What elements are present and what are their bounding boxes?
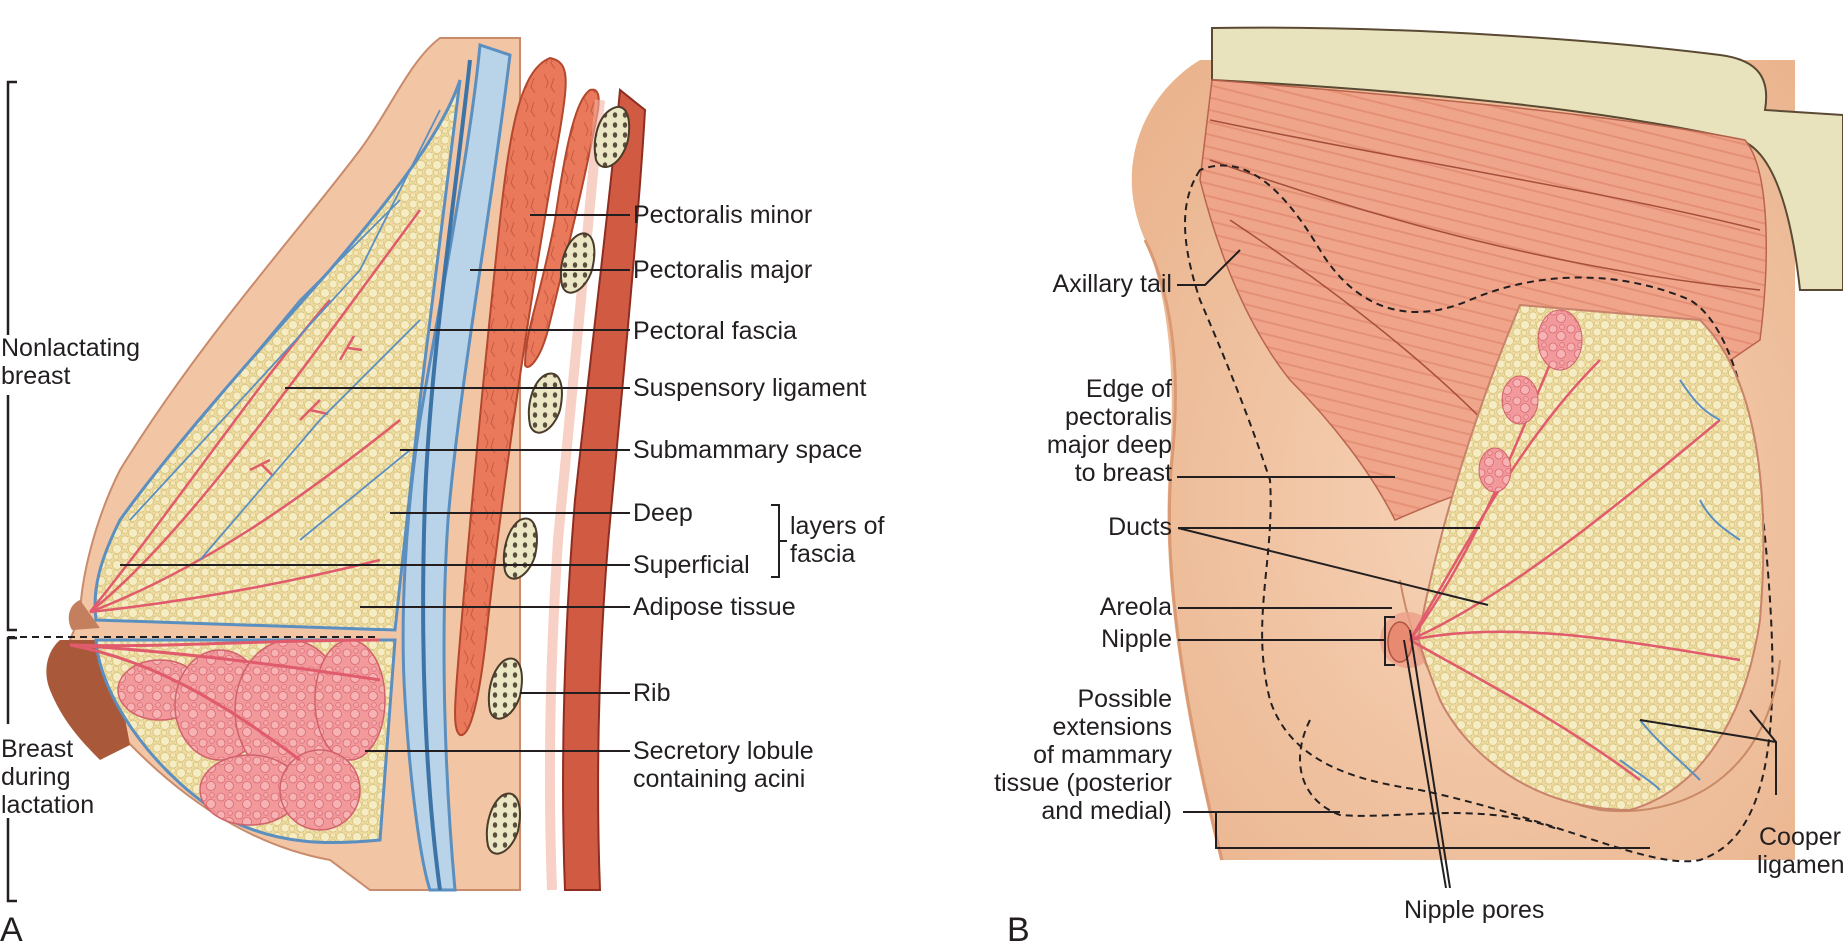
panel-letter-b: B <box>1007 911 1030 949</box>
label-edge-of-pectoralis: Edge of pectoralis major deep to breast <box>1046 375 1172 487</box>
rib <box>502 517 538 580</box>
label-nonlactating-breast: Nonlactating breast <box>1 334 140 390</box>
label-cooper-ligaments: Cooper ligaments <box>1757 823 1843 879</box>
label-superficial-fascia: Superficial <box>633 551 750 579</box>
panel-b-leaders <box>1177 249 1777 889</box>
label-deep-fascia: Deep <box>633 499 693 527</box>
label-pectoral-fascia: Pectoral fascia <box>633 317 797 345</box>
chest-wall <box>562 88 647 891</box>
rib <box>560 232 596 294</box>
suspensory-ligaments <box>129 109 441 561</box>
label-suspensory-ligament: Suspensory ligament <box>633 374 867 402</box>
label-pectoralis-minor: Pectoralis minor <box>633 201 813 229</box>
bracket-lactating <box>6 636 17 903</box>
fascia-band <box>401 42 512 892</box>
label-possible-extensions: Possible extensions of mammary tissue (p… <box>994 685 1172 825</box>
label-rib: Rib <box>633 679 671 707</box>
ducts-b <box>1408 339 1741 782</box>
cooper-ligaments-b <box>1619 379 1741 791</box>
bracket-nonlactating <box>6 80 17 632</box>
clavicle <box>1211 26 1843 291</box>
lactating-ducts <box>69 638 381 762</box>
label-axillary-tail: Axillary tail <box>1052 270 1172 298</box>
label-nipple: Nipple <box>1101 625 1172 653</box>
label-layers-of-fascia: layers of fascia <box>790 512 885 568</box>
gland-window <box>1416 303 1765 812</box>
panel-letter-a: A <box>0 911 23 949</box>
label-adipose-tissue: Adipose tissue <box>633 593 796 621</box>
panel-a-leaders <box>120 214 787 752</box>
label-secretory-lobule: Secretory lobule containing acini <box>633 737 814 793</box>
rib <box>485 792 521 855</box>
lobules-b <box>1478 309 1583 493</box>
rib <box>487 657 523 720</box>
label-submammary-space: Submammary space <box>633 436 863 464</box>
label-areola: Areola <box>1099 593 1172 621</box>
label-nipple-pores: Nipple pores <box>1404 896 1545 924</box>
label-pectoralis-major: Pectoralis major <box>633 256 813 284</box>
mammary-tissue-outline <box>1184 164 1774 863</box>
nipple <box>1387 621 1413 663</box>
label-breast-during-lactation: Breast during lactation <box>1 735 95 819</box>
nonlactating-nipple <box>68 600 100 630</box>
label-ducts: Ducts <box>1108 513 1172 541</box>
rib <box>593 105 630 169</box>
